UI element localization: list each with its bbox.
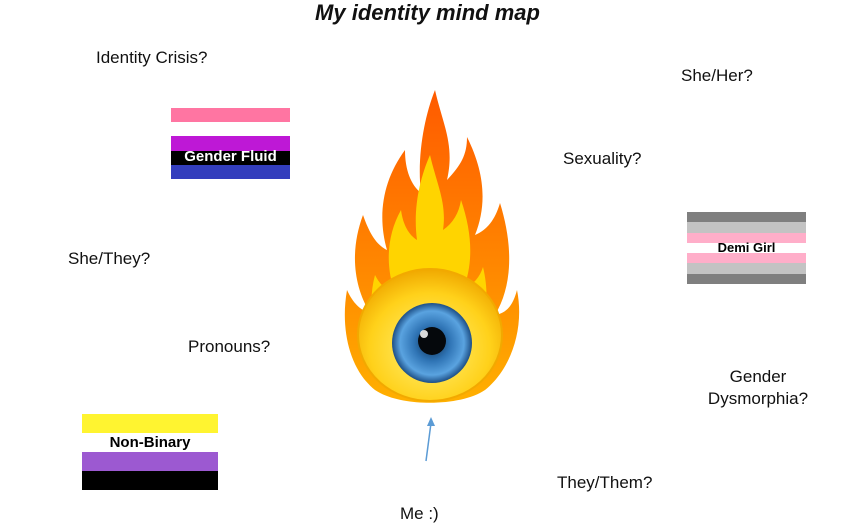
- demi-girl-stripe-4: [687, 242, 806, 254]
- non-binary-stripe-3: [82, 452, 218, 471]
- label-they-them: They/Them?: [557, 473, 653, 492]
- demi-girl-label: Demi Girl: [717, 240, 776, 255]
- non-binary-stripe-2: [82, 433, 218, 452]
- gender-fluid-stripe-2: [171, 122, 290, 137]
- demi-girl-flag: Demi Girl: [687, 212, 806, 284]
- gender-fluid-flag: Gender Fluid: [171, 108, 290, 179]
- label-gender-dysmorphia: Gender Dysmorphia?: [688, 366, 828, 410]
- flaming-eye-icon: [344, 90, 520, 403]
- label-me: Me :): [400, 504, 439, 523]
- demi-girl-stripe-1: [687, 212, 806, 223]
- non-binary-stripes: [82, 414, 218, 490]
- label-she-they: She/They?: [68, 249, 151, 268]
- demi-girl-stripe-2: [687, 222, 806, 233]
- demi-girl-stripe-7: [687, 273, 806, 284]
- gender-fluid-stripes: [171, 108, 290, 179]
- gender-fluid-stripe-4: [171, 150, 290, 165]
- gender-fluid-stripe-1: [171, 108, 290, 123]
- gender-fluid-stripe-3: [171, 136, 290, 151]
- arrow-icon: [425, 417, 435, 462]
- label-sexuality: Sexuality?: [563, 149, 642, 168]
- label-gender-dysmorphia-line1: Gender: [729, 367, 787, 386]
- non-binary-stripe-4: [82, 471, 218, 490]
- non-binary-label: Non-Binary: [109, 434, 191, 451]
- label-she-her: She/Her?: [681, 66, 753, 85]
- non-binary-flag: Non-Binary: [82, 414, 218, 490]
- arrow-shaft: [425, 422, 432, 462]
- label-gender-dysmorphia-line2: Dysmorphia?: [707, 389, 809, 408]
- gender-fluid-stripe-5: [171, 164, 290, 179]
- demi-girl-stripe-3: [687, 232, 806, 243]
- label-pronouns: Pronouns?: [188, 337, 271, 356]
- demi-girl-stripes: [687, 212, 806, 284]
- gender-fluid-label: Gender Fluid: [184, 148, 277, 165]
- demi-girl-stripe-6: [687, 263, 806, 274]
- eye-highlight: [420, 330, 428, 338]
- non-binary-stripe-1: [82, 414, 218, 433]
- demi-girl-stripe-5: [687, 253, 806, 264]
- arrow-head: [427, 417, 435, 426]
- page-title: My identity mind map: [315, 0, 540, 25]
- label-identity-crisis: Identity Crisis?: [96, 48, 208, 67]
